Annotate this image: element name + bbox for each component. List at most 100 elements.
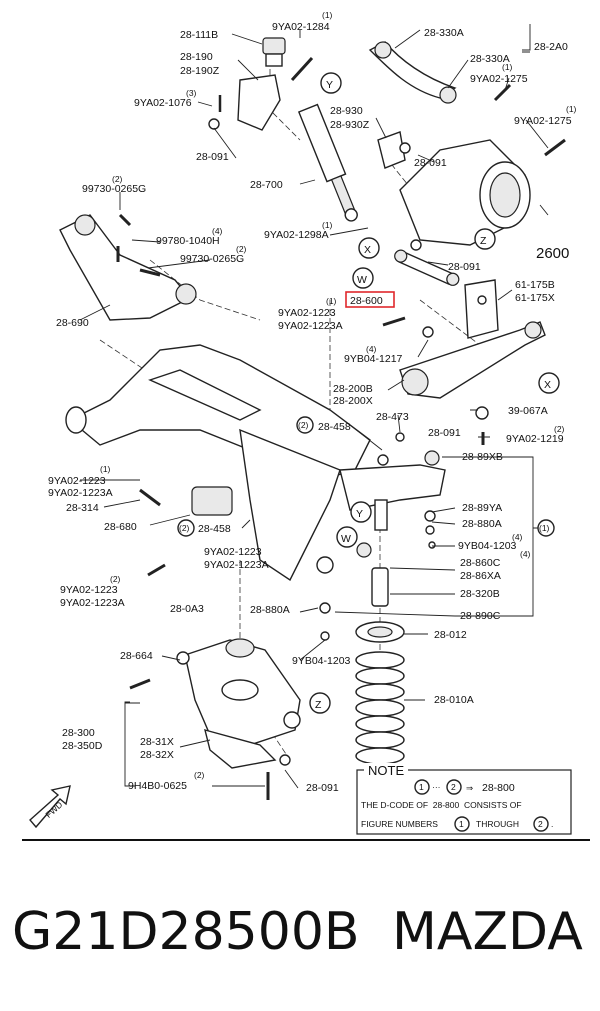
part-label: 99730-0265G — [82, 183, 146, 195]
part-label: 28-890C — [460, 610, 501, 622]
part-label: 28-320B — [460, 588, 500, 600]
part-label: 9H4B0-0625 — [128, 780, 187, 792]
forward-arrow-icon — [29, 785, 71, 829]
part-label: 28-091 — [428, 427, 461, 439]
note-period: . — [551, 819, 553, 829]
part-number-caption: G21D28500B — [12, 902, 360, 962]
note-dots: ··· — [432, 782, 441, 792]
note-line-3-mid: THROUGH — [476, 819, 519, 829]
part-label: 28-690 — [56, 317, 89, 329]
part-label: 9YA02-1219 — [506, 433, 564, 445]
caption-bar: G21D28500B MAZDA — [0, 850, 600, 1011]
quantity-mark: (1) — [100, 464, 111, 474]
part-label: 28-31X — [140, 736, 174, 748]
part-label: 9YA02-1223 — [60, 584, 118, 596]
part-label: 28-330A — [424, 27, 464, 39]
part-label: 9YA02-1275 — [470, 73, 528, 85]
letter-marker: Z — [315, 699, 322, 711]
highlighted-part-box — [345, 291, 395, 308]
part-label: 28-473 — [376, 411, 409, 423]
note-line-3-a: 1 — [459, 819, 464, 829]
part-label: 9YB04-1203 — [458, 540, 517, 552]
fwd-label: FWD — [43, 799, 64, 819]
part-label: 9YA02-1223A — [60, 597, 125, 609]
part-label: 99780-1040H — [156, 235, 220, 247]
part-label: 28-091 — [306, 782, 339, 794]
letter-marker: Z — [480, 235, 487, 247]
part-label: 99730-0265G — [180, 253, 244, 265]
note-from-marker: 1 — [419, 782, 424, 792]
part-label: 28-880A — [462, 518, 502, 530]
part-label: 28-091 — [414, 157, 447, 169]
letter-marker: X — [544, 379, 551, 391]
part-label: 28-2A0 — [534, 41, 568, 53]
quantity-mark: (2) — [110, 574, 121, 584]
note-line-3-b: 2 — [538, 819, 543, 829]
part-label: 28-86XA — [460, 570, 501, 582]
part-label: 9YA02-1223A — [278, 320, 343, 332]
part-label: 28-190Z — [180, 65, 220, 77]
quantity-mark: (1) — [322, 220, 333, 230]
letter-marker: W — [341, 533, 351, 545]
note-box: NOTE 1 ··· 2 ⇒ 28-800 THE D-CODE OF 28-8… — [356, 763, 572, 835]
part-label: 9YA02-1076 — [134, 97, 192, 109]
quantity-mark: (2) — [236, 244, 247, 254]
part-label: 28-880A — [250, 604, 290, 616]
brand-caption: MAZDA — [392, 902, 583, 962]
quantity-mark: (2) — [112, 174, 123, 184]
letter-marker: Y — [356, 508, 363, 520]
note-line-3-pre: FIGURE NUMBERS — [361, 819, 438, 829]
letter-marker: W — [357, 274, 367, 286]
note-line-2: THE D-CODE OF 28-800 CONSISTS OF — [361, 800, 522, 810]
part-label: 28-458 — [198, 523, 231, 535]
part-label: 28-680 — [104, 521, 137, 533]
part-label: 28-012 — [434, 629, 467, 641]
quantity-mark: (1) — [326, 296, 337, 306]
part-label: 28-89XB — [462, 451, 503, 463]
part-label: 28-200X — [333, 395, 373, 407]
parts-diagram: FWD Y X Z W Y W X Z (2) (2) (1) 28-111B … — [22, 10, 590, 841]
part-label: 28-010A — [434, 694, 474, 706]
part-label: 9YA02-1223 — [278, 307, 336, 319]
part-label: 9YB04-1217 — [344, 353, 403, 365]
part-label: 28-930 — [330, 105, 363, 117]
part-label: 9YA02-1223 — [48, 475, 106, 487]
part-label: 9YA02-1298A — [264, 229, 329, 241]
part-label: 2600 — [536, 245, 569, 262]
part-label: 28-700 — [250, 179, 283, 191]
note-target-code: 28-800 — [482, 782, 515, 794]
quantity-mark: (4) — [520, 549, 531, 559]
part-label: 9YA02-1223A — [204, 559, 269, 571]
part-label: 39-067A — [508, 405, 548, 417]
part-label: 61-175X — [515, 292, 555, 304]
part-labels: 28-111B 9YA02-1284 (1) 28-190 28-190Z 9Y… — [48, 10, 572, 794]
part-label: 9YA02-1223A — [48, 487, 113, 499]
part-label: 28-860C — [460, 557, 501, 569]
part-label: 28-930Z — [330, 119, 370, 131]
part-label: 28-330A — [470, 53, 510, 65]
quantity-mark: (4) — [212, 226, 223, 236]
group-marker: (2) — [179, 523, 190, 533]
quantity-mark: (4) — [366, 344, 377, 354]
part-label: 28-200B — [333, 383, 373, 395]
part-label: (3) — [186, 88, 197, 98]
letter-marker: X — [364, 244, 371, 256]
note-title: NOTE — [368, 763, 404, 778]
note-arrow: ⇒ — [466, 783, 474, 793]
part-label: 61-175B — [515, 279, 555, 291]
part-label: 9YB04-1203 — [292, 655, 351, 667]
part-label: 9YA02-1284 — [272, 21, 330, 33]
part-label: 28-0A3 — [170, 603, 204, 615]
part-label: 9YA02-1223 — [204, 546, 262, 558]
reference-letter-markers: Y X Z W Y W X Z — [309, 72, 560, 714]
part-label: 28-111B — [180, 29, 218, 41]
suspension-illustration: FWD — [22, 24, 590, 841]
part-label: 28-190 — [180, 51, 213, 63]
part-label: 28-350D — [62, 740, 103, 752]
quantity-mark: (4) — [512, 532, 523, 542]
part-label: 28-89YA — [462, 502, 502, 514]
quantity-mark: (1) — [566, 104, 577, 114]
quantity-marks: (1) (1) (2) (4) (2) (1) (1) (4) (2) (1) … — [100, 62, 577, 780]
part-label: 28-314 — [66, 502, 99, 514]
part-label: (1) — [322, 10, 333, 20]
